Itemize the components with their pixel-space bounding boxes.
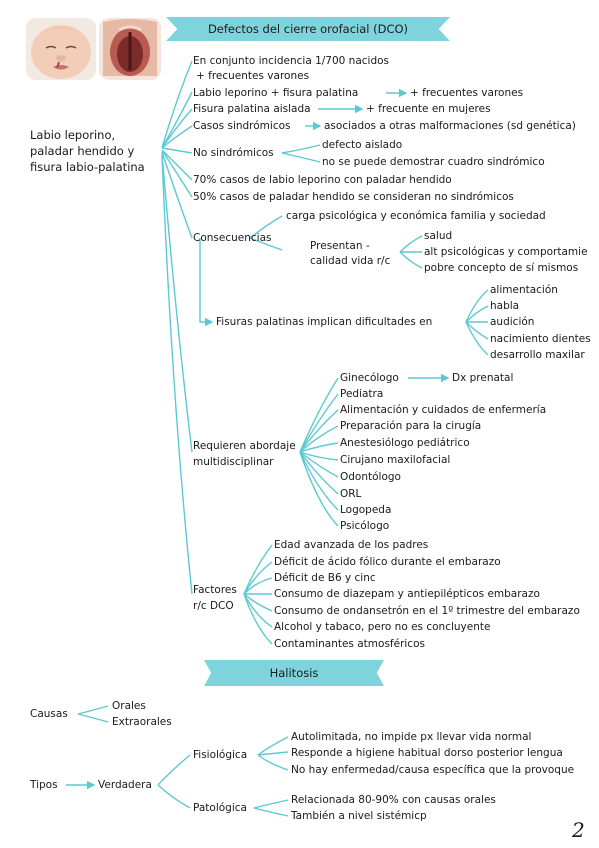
dco-title: Defectos del cierre orofacial (DCO) xyxy=(207,22,409,36)
causa-extraorales: Extraorales xyxy=(112,716,172,728)
especialista-anestesiologo: Anestesiólogo pediátrico xyxy=(340,437,470,449)
ginecologo-result: Dx prenatal xyxy=(452,372,514,384)
factor-ondansetron: Consumo de ondansetrón en el 1º trimestr… xyxy=(274,605,580,617)
especialista-cirujano: Cirujano maxilofacial xyxy=(340,454,451,466)
multidisciplinar-item: Requieren abordaje multidisciplinar xyxy=(193,440,296,468)
especialista-cirugia: Preparación para la cirugía xyxy=(340,420,482,432)
patologica-item-1: Relacionada 80-90% con causas orales xyxy=(291,794,496,806)
especialista-ginecologo: Ginecólogo xyxy=(340,372,399,384)
no-sindromicos-sub-2: no se puede demostrar cuadro sindrómico xyxy=(322,156,545,168)
sindromicos-result: asociados a otras malformaciones (sd gen… xyxy=(324,120,576,132)
factor-alcohol: Alcohol y tabaco, pero no es concluyente xyxy=(274,621,491,633)
factor-contaminantes: Contaminantes atmosféricos xyxy=(274,638,425,650)
factor-folico: Déficit de ácido fólico durante el embar… xyxy=(274,556,501,568)
especialista-logopeda: Logopeda xyxy=(340,504,392,516)
dificultad-alimentacion: alimentación xyxy=(490,284,558,296)
fisiologica-label: Fisiológica xyxy=(193,749,248,761)
especialista-orl: ORL xyxy=(340,488,362,500)
labio-fisura-item: Labio leporino + fisura palatina xyxy=(193,87,359,99)
dificultad-maxilar: desarrollo maxilar xyxy=(490,349,585,361)
cleft-palate-photo xyxy=(99,18,161,80)
incidencia-item: En conjunto incidencia 1/700 nacidos xyxy=(193,55,390,67)
halitosis-title-banner: Halitosis xyxy=(204,660,384,686)
varones-item: + frecuentes varones xyxy=(196,70,310,82)
especialista-odontologo: Odontólogo xyxy=(340,471,401,483)
factor-diazepam: Consumo de diazepam y antiepilépticos em… xyxy=(274,588,540,600)
fisura-aislada-result: + frecuente en mujeres xyxy=(366,103,491,115)
fisiologica-item-1: Autolimitada, no impide px llevar vida n… xyxy=(291,731,532,743)
factores-item: Factores r/c DCO xyxy=(193,584,237,612)
fisura-aislada-item: Fisura palatina aislada xyxy=(193,103,311,115)
calidad-concepto: pobre concepto de sí mismos xyxy=(424,262,579,274)
factor-b6: Déficit de B6 y cinc xyxy=(274,572,376,584)
carga-item: carga psicológica y económica familia y … xyxy=(286,210,546,222)
root-node: Labio leporino, paladar hendido y fisura… xyxy=(30,128,145,174)
no-sindromicos-sub-1: defecto aislado xyxy=(322,139,403,151)
porcentaje-50-item: 50% casos de paladar hendido se consider… xyxy=(193,191,514,203)
fisiologica-item-3: No hay enfermedad/causa específica que l… xyxy=(291,764,575,776)
factor-edad: Edad avanzada de los padres xyxy=(274,539,429,551)
dco-title-banner: Defectos del cierre orofacial (DCO) xyxy=(166,17,450,41)
page-number: 2 xyxy=(572,818,585,842)
baby-cleft-lip-photo xyxy=(26,18,96,80)
especialista-pediatra: Pediatra xyxy=(340,388,384,400)
porcentaje-70-item: 70% casos de labio leporino con paladar … xyxy=(193,174,452,186)
dificultad-habla: habla xyxy=(490,300,520,312)
dificultad-audicion: audición xyxy=(490,316,535,328)
labio-fisura-result: + frecuentes varones xyxy=(410,87,524,99)
especialista-enfermeria: Alimentación y cuidados de enfermería xyxy=(340,404,547,416)
fisuras-item: Fisuras palatinas implican dificultades … xyxy=(216,316,433,328)
patologica-label: Patológica xyxy=(193,802,247,814)
causas-label: Causas xyxy=(30,708,68,720)
calidad-psicologicas: alt psicológicas y comportamie xyxy=(424,246,588,258)
sindromicos-item: Casos sindrómicos xyxy=(193,120,291,132)
presentan-item: Presentan - calidad vida r/c xyxy=(310,240,391,267)
dificultad-dientes: nacimiento dientes xyxy=(490,333,591,345)
calidad-salud: salud xyxy=(424,230,453,242)
patologica-item-2: También a nivel sistémicp xyxy=(291,810,427,822)
verdadera-label: Verdadera xyxy=(98,779,152,791)
tipos-label: Tipos xyxy=(30,779,58,791)
consecuencias-item: Consecuencias xyxy=(193,232,272,244)
especialista-psicologo: Psicólogo xyxy=(340,520,390,532)
halitosis-title: Halitosis xyxy=(269,666,319,680)
causa-orales: Orales xyxy=(112,700,146,712)
no-sindromicos-item: No sindrómicos xyxy=(193,147,274,159)
fisiologica-item-2: Responde a higiene habitual dorso poster… xyxy=(291,747,563,759)
